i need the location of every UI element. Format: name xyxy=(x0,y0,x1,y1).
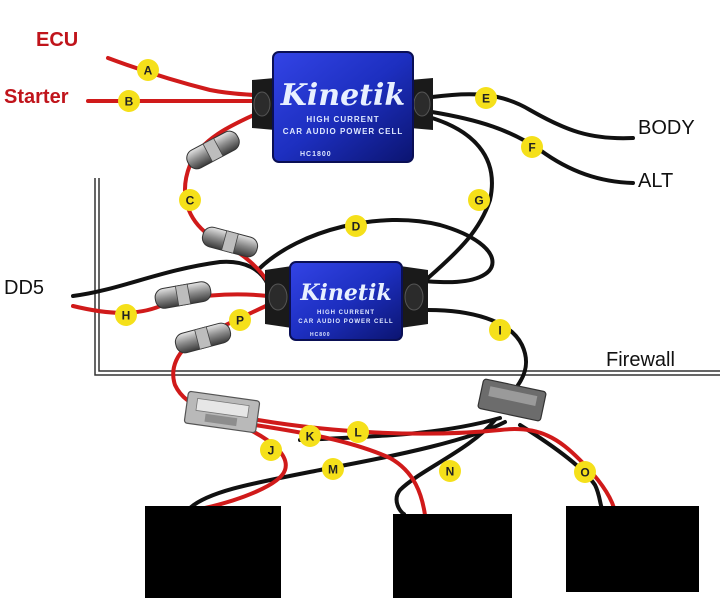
svg-text:M: M xyxy=(328,463,338,477)
svg-text:F: F xyxy=(528,141,535,155)
capacitor-large-brand: Kinetik xyxy=(280,78,405,113)
wire-markers: A B C D E F G H I J K L M N O P xyxy=(115,59,596,483)
wire-n xyxy=(394,418,497,516)
fuse-middle xyxy=(201,226,259,258)
capacitor-large: Kinetik HIGH CURRENT CAR AUDIO POWER CEL… xyxy=(252,51,433,163)
marker-i: I xyxy=(489,319,511,341)
label-firewall: Firewall xyxy=(606,349,675,371)
wire-k xyxy=(253,423,427,517)
marker-m: M xyxy=(322,458,344,480)
fuse-upper xyxy=(186,130,240,170)
capacitor-large-model: HC1800 xyxy=(300,151,332,158)
svg-text:I: I xyxy=(498,324,501,338)
capacitor-small-line1: HIGH CURRENT xyxy=(317,310,375,316)
marker-f: F xyxy=(521,136,543,158)
svg-text:E: E xyxy=(482,92,490,106)
wire-dd5 xyxy=(71,259,270,298)
svg-text:P: P xyxy=(236,314,244,328)
wire-g xyxy=(426,116,494,280)
amplifier-center xyxy=(393,514,512,598)
wire-p xyxy=(171,303,270,412)
label-dd5: DD5 xyxy=(4,277,44,299)
marker-o: O xyxy=(574,461,596,483)
svg-text:C: C xyxy=(186,194,195,208)
capacitor-small: Kinetik HIGH CURRENT CAR AUDIO POWER CEL… xyxy=(265,261,428,341)
label-ecu: ECU xyxy=(36,29,78,51)
amplifier-right xyxy=(566,506,699,592)
firewall-outline xyxy=(94,178,720,376)
wire-i xyxy=(426,308,529,387)
svg-text:B: B xyxy=(125,95,134,109)
marker-d: D xyxy=(345,215,367,237)
capacitor-small-brand: Kinetik xyxy=(299,280,391,306)
marker-n: N xyxy=(439,460,461,482)
marker-l: L xyxy=(347,421,369,443)
label-alt: ALT xyxy=(638,170,673,192)
wire-e xyxy=(430,92,635,141)
fuse-lower xyxy=(174,322,232,354)
amplifier-left xyxy=(145,506,281,598)
svg-text:N: N xyxy=(446,465,455,479)
label-starter: Starter xyxy=(4,86,69,108)
marker-a: A xyxy=(137,59,159,81)
wire-o xyxy=(518,423,604,510)
svg-text:G: G xyxy=(474,194,483,208)
capacitor-small-model: HC800 xyxy=(310,332,331,338)
capacitor-large-line1: HIGH CURRENT xyxy=(306,115,379,124)
svg-text:H: H xyxy=(122,309,131,323)
marker-g: G xyxy=(468,189,490,211)
marker-p: P xyxy=(229,309,251,331)
svg-text:D: D xyxy=(352,220,361,234)
svg-text:L: L xyxy=(354,426,361,440)
black-wires xyxy=(71,92,635,516)
marker-e: E xyxy=(475,87,497,109)
marker-j: J xyxy=(260,439,282,461)
svg-text:J: J xyxy=(268,444,275,458)
marker-c: C xyxy=(179,189,201,211)
svg-text:K: K xyxy=(306,430,315,444)
ground-block xyxy=(477,378,547,422)
svg-text:A: A xyxy=(144,64,153,78)
svg-text:O: O xyxy=(580,466,589,480)
label-body: BODY xyxy=(638,117,695,139)
marker-h: H xyxy=(115,304,137,326)
marker-b: B xyxy=(118,90,140,112)
marker-k: K xyxy=(299,425,321,447)
capacitor-large-line2: CAR AUDIO POWER CELL xyxy=(283,127,404,136)
fuse-dd5 xyxy=(154,281,212,309)
distribution-block xyxy=(183,390,261,434)
capacitor-small-line2: CAR AUDIO POWER CELL xyxy=(298,319,393,325)
wire-a xyxy=(106,56,264,98)
inline-fuses xyxy=(154,130,259,354)
